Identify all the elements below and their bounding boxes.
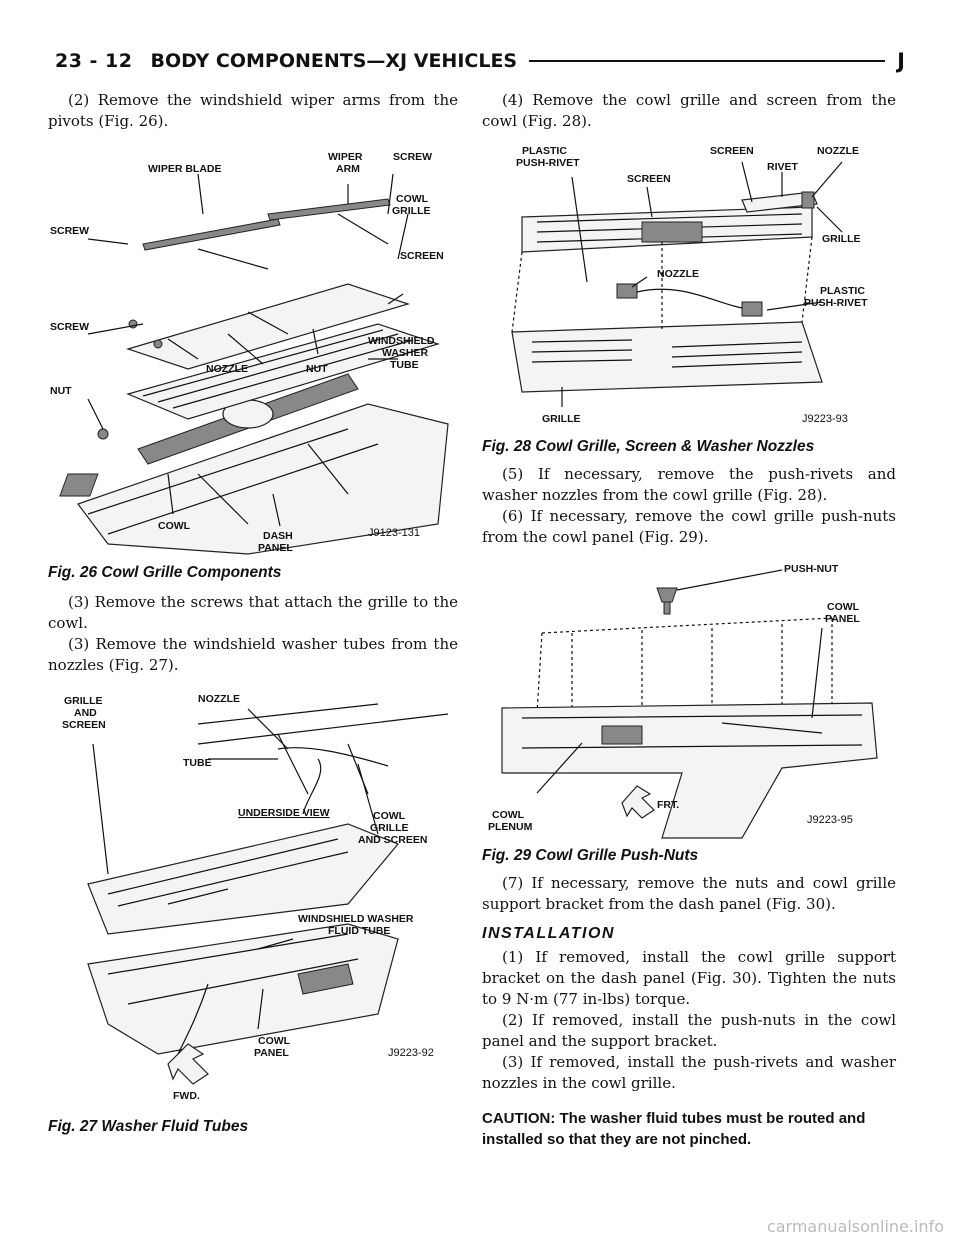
svg-text:COWL: COWL [827,601,860,613]
svg-text:TUBE: TUBE [183,757,212,769]
svg-text:NUT: NUT [306,363,328,375]
right-column: (4) Remove the cowl grille and screen fr… [482,90,896,1150]
figure-28: PLASTIC PUSH-RIVET SCREEN SCREEN RIVET N… [482,142,896,456]
svg-text:WIPER: WIPER [328,151,363,163]
cowl-grille-panel [126,323,440,420]
svg-text:FRT.: FRT. [657,799,679,811]
svg-text:GRILLE: GRILLE [392,205,431,217]
figure-27-illustration: GRILLE AND SCREEN NOZZLE TUBE UNDERSIDE … [62,693,449,1102]
step-2-text: (2) Remove the windshield wiper arms fro… [48,91,458,130]
caution-text: CAUTION: The washer fluid tubes must be … [482,1110,866,1148]
svg-text:PUSH-RIVET: PUSH-RIVET [516,157,580,169]
cowl-body [77,403,449,555]
page-header: 23 - 12 BODY COMPONENTS—XJ VEHICLES J [55,44,905,78]
svg-text:UNDERSIDE VIEW: UNDERSIDE VIEW [238,807,330,819]
svg-text:GRILLE: GRILLE [64,695,103,707]
svg-text:PANEL: PANEL [825,613,860,625]
svg-text:FWD.: FWD. [173,1090,200,1102]
svg-text:WIPER BLADE: WIPER BLADE [148,163,222,175]
install-step-2: (2) If removed, install the push-nuts in… [482,1011,896,1050]
push-nut [656,587,678,603]
cowl-panel-plenum [501,702,878,839]
figure-28-caption: Fig. 28 Cowl Grille, Screen & Washer Noz… [482,438,815,455]
step-3b-text: (3) Remove the windshield washer tubes f… [48,635,458,674]
page-title: BODY COMPONENTS—XJ VEHICLES [150,50,518,72]
svg-text:SCREW: SCREW [50,321,89,333]
svg-text:COWL: COWL [373,810,406,822]
svg-text:NUT: NUT [50,385,72,397]
svg-text:SCREEN: SCREEN [710,145,754,157]
svg-text:TUBE: TUBE [390,359,419,371]
step-4-text: (4) Remove the cowl grille and screen fr… [482,91,896,130]
figure-29-caption: Fig. 29 Cowl Grille Push-Nuts [482,847,699,864]
svg-text:SCREW: SCREW [393,151,432,163]
svg-text:PUSH-NUT: PUSH-NUT [784,563,839,575]
svg-text:J9123-131: J9123-131 [368,527,420,539]
install-step-3: (3) If removed, install the push-rivets … [482,1053,896,1092]
svg-text:AND: AND [74,707,97,719]
svg-text:SCREEN: SCREEN [627,173,671,185]
header-rule [529,60,886,62]
step-6-text: (6) If necessary, remove the cowl grille… [482,507,896,546]
figure-27: GRILLE AND SCREEN NOZZLE TUBE UNDERSIDE … [48,684,458,1136]
svg-text:J9223-92: J9223-92 [388,1047,434,1059]
figure-29-illustration: PUSH-NUT COWL PANEL COWL PLENUM FRT. J92… [488,563,878,839]
wiper-blade-right [267,198,391,221]
step-7-text: (7) If necessary, remove the nuts and co… [482,874,896,913]
svg-text:NOZZLE: NOZZLE [206,363,248,375]
left-column: (2) Remove the windshield wiper arms fro… [48,90,458,1136]
svg-text:PLASTIC: PLASTIC [522,145,567,157]
svg-text:COWL: COWL [396,193,429,205]
wiper-blade-left [142,218,281,251]
cowl-panel [87,923,399,1055]
svg-text:SCREEN: SCREEN [400,250,444,262]
page-number: 23 - 12 [55,50,133,72]
svg-text:J9223-93: J9223-93 [802,413,848,425]
svg-text:NOZZLE: NOZZLE [198,693,240,705]
frt-arrow [621,785,655,819]
svg-text:COWL: COWL [158,520,191,532]
fwd-arrow [167,1043,209,1085]
svg-text:GRILLE: GRILLE [822,233,861,245]
step-3a-text: (3) Remove the screws that attach the gr… [48,593,458,632]
figure-26-illustration: WIPER BLADE WIPER ARM SCREW COWL GRILLE … [50,151,449,555]
svg-text:WASHER: WASHER [382,347,429,359]
svg-text:J9223-95: J9223-95 [807,814,853,826]
svg-text:PLASTIC: PLASTIC [820,285,865,297]
watermark: carmanualsonline.info [766,1217,944,1236]
svg-text:WINDSHIELD: WINDSHIELD [368,335,435,347]
figure-26-caption: Fig. 26 Cowl Grille Components [48,564,282,581]
header-letter: J [897,49,905,73]
svg-text:PANEL: PANEL [258,542,293,554]
figure-27-caption: Fig. 27 Washer Fluid Tubes [48,1118,249,1135]
grille-panel [511,321,823,393]
svg-text:DASH: DASH [263,530,293,542]
nozzle-inset [741,191,818,213]
svg-text:PANEL: PANEL [254,1047,289,1059]
step-5-text: (5) If necessary, remove the push-rivets… [482,465,896,504]
svg-text:FLUID TUBE: FLUID TUBE [328,925,390,937]
svg-text:GRILLE: GRILLE [542,413,581,425]
svg-text:AND SCREEN: AND SCREEN [358,834,427,846]
svg-text:SCREW: SCREW [50,225,89,237]
figure-28-illustration: PLASTIC PUSH-RIVET SCREEN SCREEN RIVET N… [511,145,868,425]
grille-underside [87,823,399,935]
svg-text:COWL: COWL [492,809,525,821]
install-step-1: (1) If removed, install the cowl grille … [482,948,896,1008]
svg-text:GRILLE: GRILLE [370,822,409,834]
svg-text:NOZZLE: NOZZLE [657,268,699,280]
svg-text:ARM: ARM [336,163,360,175]
installation-heading: INSTALLATION [482,925,615,942]
svg-text:NOZZLE: NOZZLE [817,145,859,157]
svg-text:PUSH-RIVET: PUSH-RIVET [804,297,868,309]
svg-text:PLENUM: PLENUM [488,821,533,833]
grille-screen [125,283,411,370]
svg-text:SCREEN: SCREEN [62,719,106,731]
svg-text:WINDSHIELD WASHER: WINDSHIELD WASHER [298,913,414,925]
figure-29: PUSH-NUT COWL PANEL COWL PLENUM FRT. J92… [482,558,896,865]
svg-text:COWL: COWL [258,1035,291,1047]
figure-26: WIPER BLADE WIPER ARM SCREW COWL GRILLE … [48,144,458,582]
svg-text:RIVET: RIVET [767,161,799,173]
